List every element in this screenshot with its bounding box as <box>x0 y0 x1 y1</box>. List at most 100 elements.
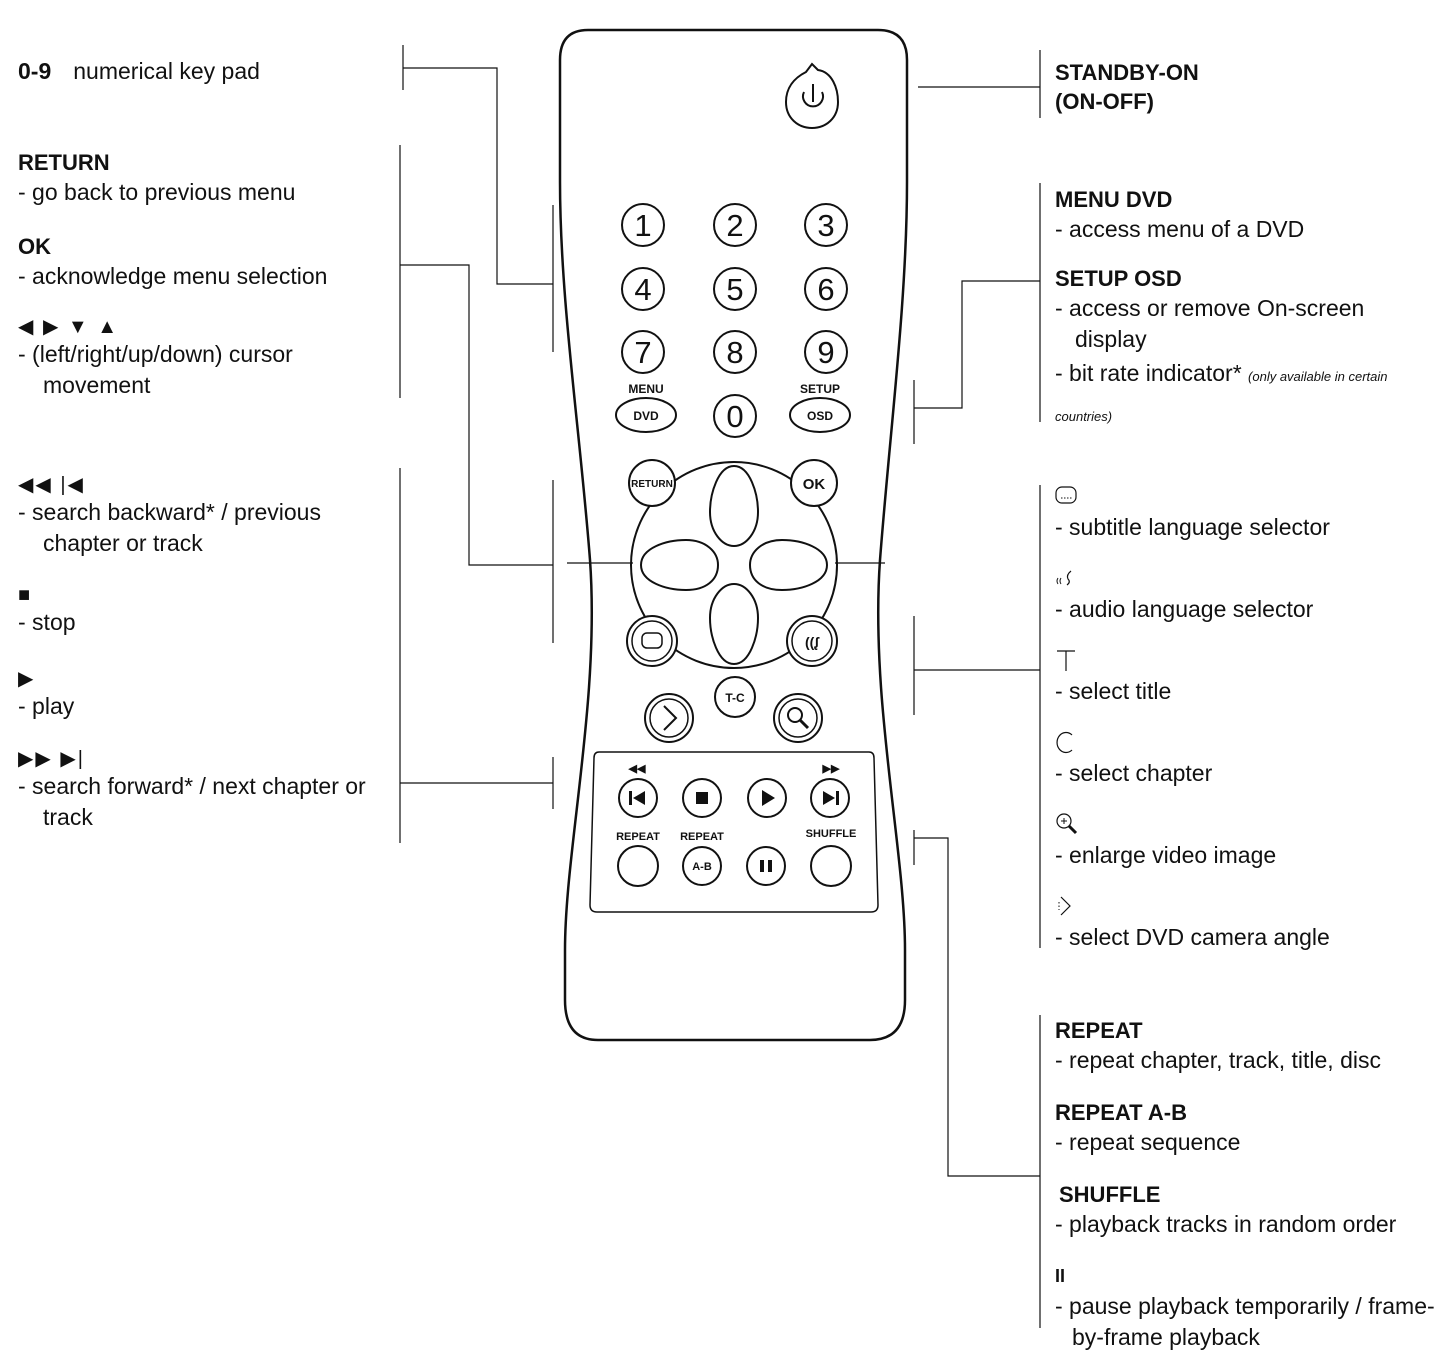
svg-text:2: 2 <box>726 208 743 243</box>
angle-callout: - select DVD camera angle <box>1055 894 1435 953</box>
next-icon <box>823 791 835 805</box>
setup-label: SETUP <box>800 382 840 396</box>
svg-text:3: 3 <box>817 208 834 243</box>
shuffle-label: SHUFFLE <box>806 828 857 840</box>
stop-button[interactable] <box>682 778 722 818</box>
cursor-right-button[interactable] <box>748 538 829 592</box>
cursor-callout: ◀ ▶ ▼ ▲ - (left/right/up/down) cursor mo… <box>18 314 358 401</box>
cursor-up-button[interactable] <box>708 464 760 548</box>
repeat-button[interactable] <box>617 845 659 887</box>
cursor-left-button[interactable] <box>639 538 720 592</box>
numeric-keypad: 1 2 3 4 5 6 7 8 9 0 <box>621 203 848 438</box>
svg-text:▶▶: ▶▶ <box>822 763 840 775</box>
digit-7-button[interactable]: 7 <box>621 330 665 374</box>
svg-text:OK: OK <box>803 476 826 493</box>
return-button[interactable]: RETURN <box>628 459 676 507</box>
digit-2-button[interactable]: 2 <box>713 203 757 247</box>
svg-text:A-B: A-B <box>692 861 712 873</box>
repeat-ab-label: REPEAT <box>680 831 724 843</box>
svg-text:4: 4 <box>634 272 651 307</box>
subtitle-icon <box>641 632 663 649</box>
zoom-button[interactable] <box>773 693 823 743</box>
zoom-icon <box>787 707 803 723</box>
digit-0-button[interactable]: 0 <box>713 394 757 438</box>
cursor-down-button[interactable] <box>708 582 760 666</box>
play-button[interactable] <box>747 778 787 818</box>
svg-text:0: 0 <box>726 399 743 434</box>
menu-label: MENU <box>628 382 663 396</box>
pause-callout: II - pause playback temporarily / frame-… <box>1055 1262 1435 1353</box>
play-callout: ▶ - play <box>18 666 378 722</box>
transport-panel <box>589 751 879 913</box>
previous-callout: ◀◀ |◀ - search backward* / previous chap… <box>18 472 378 559</box>
svg-text:5: 5 <box>726 272 743 307</box>
repeat-callout: REPEAT - repeat chapter, track, title, d… <box>1055 1018 1381 1073</box>
digit-6-button[interactable]: 6 <box>804 267 848 311</box>
title-callout: - select title <box>1055 648 1435 707</box>
play-icon <box>762 790 775 806</box>
svg-text:1: 1 <box>634 208 651 243</box>
svg-text:7: 7 <box>634 335 651 370</box>
play-icon: ▶ <box>18 668 36 690</box>
audio-icon <box>1056 570 1072 586</box>
pause-icon: II <box>1055 1266 1066 1286</box>
subtitle-button[interactable] <box>626 615 678 667</box>
svg-text:8: 8 <box>726 335 743 370</box>
svg-text:DVD: DVD <box>633 409 659 423</box>
svg-text:9: 9 <box>817 335 834 370</box>
svg-text:OSD: OSD <box>807 409 833 423</box>
menu-dvd-callout: MENU DVD - access menu of a DVD <box>1055 187 1305 242</box>
digit-9-button[interactable]: 9 <box>804 330 848 374</box>
title-icon <box>1057 650 1075 671</box>
angle-button[interactable] <box>644 693 694 743</box>
previous-button[interactable] <box>618 778 658 818</box>
ok-callout: OK - acknowledge menu selection <box>18 234 328 289</box>
zoom-callout: - enlarge video image <box>1055 812 1435 871</box>
chapter-callout: - select chapter <box>1055 730 1435 789</box>
ok-button[interactable]: OK <box>790 459 838 507</box>
return-callout: RETURN - go back to previous menu <box>18 150 296 205</box>
repeat-label: REPEAT <box>616 831 660 843</box>
angle-icon <box>1058 896 1071 916</box>
audio-button[interactable]: ((ᶘ <box>786 615 838 667</box>
angle-icon <box>663 705 678 731</box>
pause-icon <box>760 860 764 872</box>
title-chapter-button[interactable]: T-C <box>714 676 756 718</box>
digit-5-button[interactable]: 5 <box>713 267 757 311</box>
svg-text:◀◀: ◀◀ <box>628 763 646 775</box>
stop-icon: ■ <box>18 584 33 606</box>
setup-osd-callout: SETUP OSD - access or remove On-screen d… <box>1055 266 1388 424</box>
shuffle-button[interactable] <box>810 845 852 887</box>
digit-1-button[interactable]: 1 <box>621 203 665 247</box>
stop-callout: ■ - stop <box>18 584 378 638</box>
repeat-ab-button[interactable]: A-B <box>682 846 722 886</box>
stop-icon <box>696 792 708 804</box>
previous-icon <box>629 791 632 805</box>
next-callout: ▶▶ ▶| - search forward* / next chapter o… <box>18 746 388 833</box>
audio-callout: - audio language selector <box>1055 566 1435 625</box>
navigation-ring <box>630 461 838 669</box>
standby-button[interactable] <box>784 62 840 130</box>
digit-3-button[interactable]: 3 <box>804 203 848 247</box>
shuffle-callout: SHUFFLE - playback tracks in random orde… <box>1055 1182 1397 1237</box>
chapter-icon <box>1056 731 1073 754</box>
svg-text:RETURN: RETURN <box>631 479 673 490</box>
digit-4-button[interactable]: 4 <box>621 267 665 311</box>
svg-text:T-C: T-C <box>725 691 745 705</box>
setup-osd-button[interactable]: OSD <box>789 397 851 433</box>
digit-8-button[interactable]: 8 <box>713 330 757 374</box>
menu-dvd-button[interactable]: DVD <box>615 397 677 433</box>
subtitle-callout: - subtitle language selector <box>1055 484 1435 543</box>
search-forward-icon: ▶▶ ▶| <box>18 748 85 770</box>
next-button[interactable] <box>810 778 850 818</box>
svg-text:6: 6 <box>817 272 834 307</box>
search-backward-icon: ◀◀ |◀ <box>18 474 85 496</box>
pause-button[interactable] <box>746 846 786 886</box>
subtitle-icon <box>1055 486 1077 504</box>
repeat-ab-callout: REPEAT A-B - repeat sequence <box>1055 1100 1241 1155</box>
zoom-icon <box>1056 813 1078 835</box>
